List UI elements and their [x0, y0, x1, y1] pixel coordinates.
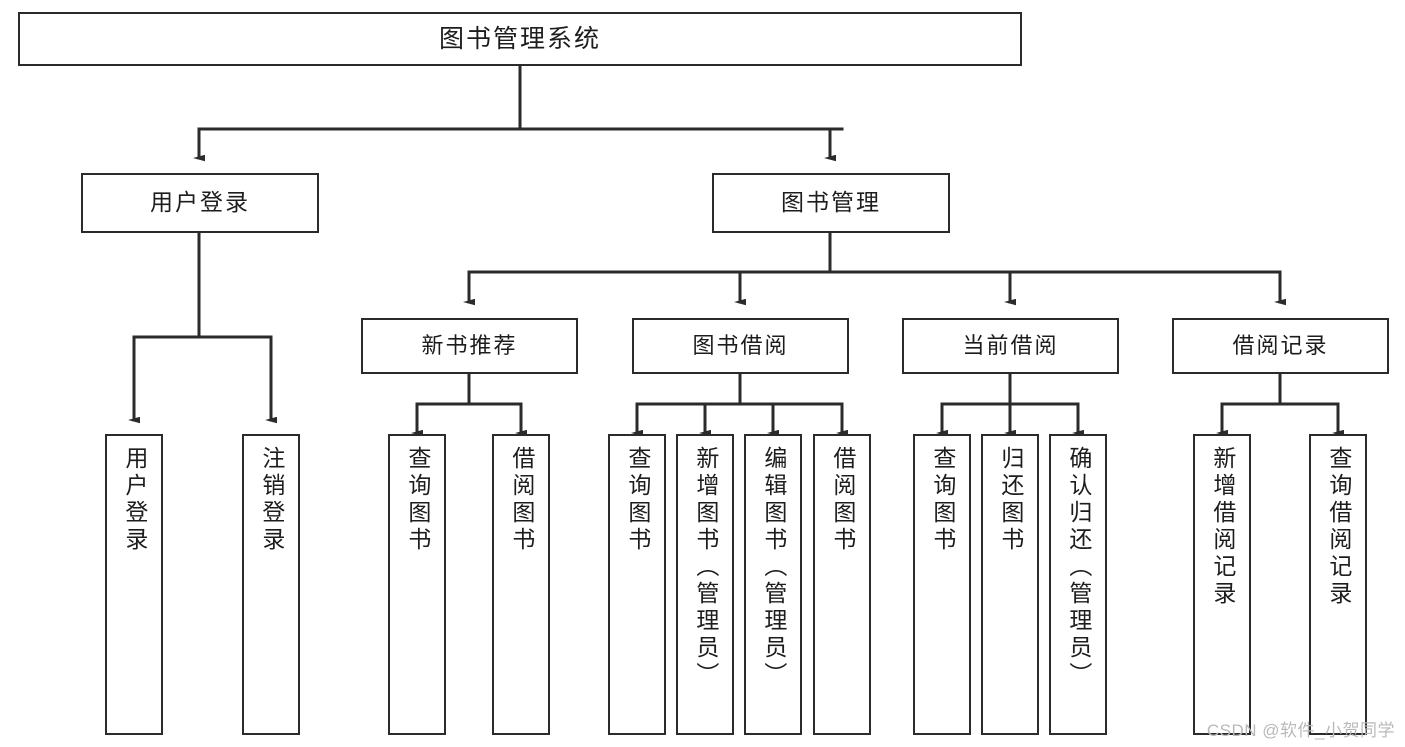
- node-leaf-borrow-book-2[interactable]: 借阅图书: [813, 434, 871, 735]
- node-leaf-logout[interactable]: 注销登录: [242, 434, 300, 735]
- node-root[interactable]: 图书管理系统: [18, 12, 1022, 66]
- node-leaf-confirm-return[interactable]: 确认归还（管理员）: [1049, 434, 1107, 735]
- node-leaf-query-book-1[interactable]: 查询图书: [388, 434, 446, 735]
- node-user-login[interactable]: 用户登录: [81, 173, 319, 233]
- node-leaf-return-book-label: 归还图书: [997, 446, 1024, 554]
- node-leaf-edit-book-label: 编辑图书（管理员）: [760, 446, 787, 689]
- node-book-borrow[interactable]: 图书借阅: [632, 318, 849, 374]
- node-new-book-recommend-label: 新书推荐: [421, 332, 518, 358]
- node-leaf-borrow-book-1[interactable]: 借阅图书: [492, 434, 550, 735]
- node-borrow-record[interactable]: 借阅记录: [1172, 318, 1389, 374]
- node-leaf-query-book-2-label: 查询图书: [624, 446, 651, 554]
- node-book-management[interactable]: 图书管理: [712, 173, 950, 233]
- node-book-borrow-label: 图书借阅: [692, 332, 789, 358]
- node-current-borrow-label: 当前借阅: [962, 332, 1059, 358]
- node-leaf-logout-label: 注销登录: [258, 446, 285, 554]
- node-leaf-borrow-book-1-label: 借阅图书: [508, 446, 535, 554]
- node-leaf-confirm-return-label: 确认归还（管理员）: [1065, 446, 1092, 689]
- node-leaf-query-book-3[interactable]: 查询图书: [913, 434, 971, 735]
- node-leaf-query-book-2[interactable]: 查询图书: [608, 434, 666, 735]
- node-user-login-label: 用户登录: [150, 189, 250, 216]
- node-leaf-user-login-label: 用户登录: [121, 446, 148, 554]
- node-leaf-add-book-label: 新增图书（管理员）: [692, 446, 719, 689]
- node-leaf-query-book-3-label: 查询图书: [929, 446, 956, 554]
- node-leaf-user-login[interactable]: 用户登录: [105, 434, 163, 735]
- node-leaf-add-record[interactable]: 新增借阅记录: [1193, 434, 1251, 735]
- node-leaf-add-record-label: 新增借阅记录: [1209, 446, 1236, 608]
- node-leaf-return-book[interactable]: 归还图书: [981, 434, 1039, 735]
- node-leaf-edit-book[interactable]: 编辑图书（管理员）: [744, 434, 802, 735]
- node-leaf-query-book-1-label: 查询图书: [404, 446, 431, 554]
- node-leaf-query-record[interactable]: 查询借阅记录: [1309, 434, 1367, 735]
- node-new-book-recommend[interactable]: 新书推荐: [361, 318, 578, 374]
- node-leaf-query-record-label: 查询借阅记录: [1325, 446, 1352, 608]
- node-borrow-record-label: 借阅记录: [1232, 332, 1329, 358]
- node-current-borrow[interactable]: 当前借阅: [902, 318, 1119, 374]
- node-leaf-borrow-book-2-label: 借阅图书: [829, 446, 856, 554]
- node-leaf-add-book[interactable]: 新增图书（管理员）: [676, 434, 734, 735]
- node-book-management-label: 图书管理: [781, 189, 881, 216]
- node-root-label: 图书管理系统: [438, 25, 601, 53]
